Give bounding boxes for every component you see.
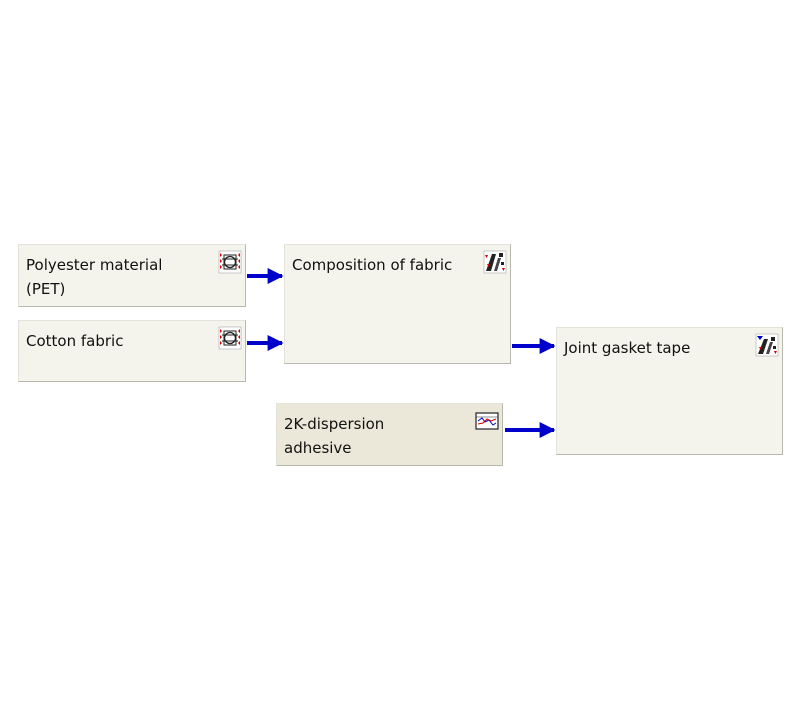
assembly-icon: [483, 250, 507, 274]
node-composition-of-fabric[interactable]: Composition of fabric: [284, 244, 511, 364]
final-assembly-icon: [755, 333, 779, 357]
node-cotton-fabric[interactable]: Cotton fabric: [18, 320, 246, 382]
node-label: Cotton fabric: [26, 332, 124, 350]
node-label: Polyester material (PET): [26, 256, 163, 298]
node-label: Joint gasket tape: [564, 339, 691, 357]
node-polyester-material[interactable]: Polyester material (PET): [18, 244, 246, 307]
node-2k-dispersion-adhesive[interactable]: 2K-dispersion adhesive: [276, 403, 503, 466]
material-composition-icon: [218, 326, 242, 350]
material-composition-icon: [218, 250, 242, 274]
node-label: Composition of fabric: [292, 256, 453, 274]
process-chart-icon: [475, 412, 499, 430]
node-joint-gasket-tape[interactable]: Joint gasket tape: [556, 327, 783, 455]
node-label: 2K-dispersion adhesive: [284, 415, 385, 457]
